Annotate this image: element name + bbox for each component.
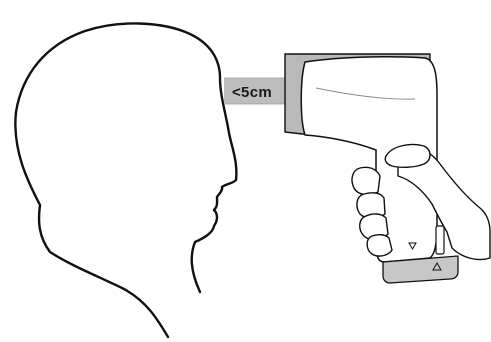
head-silhouette-icon [15,23,236,337]
distance-label: <5cm [232,84,272,102]
